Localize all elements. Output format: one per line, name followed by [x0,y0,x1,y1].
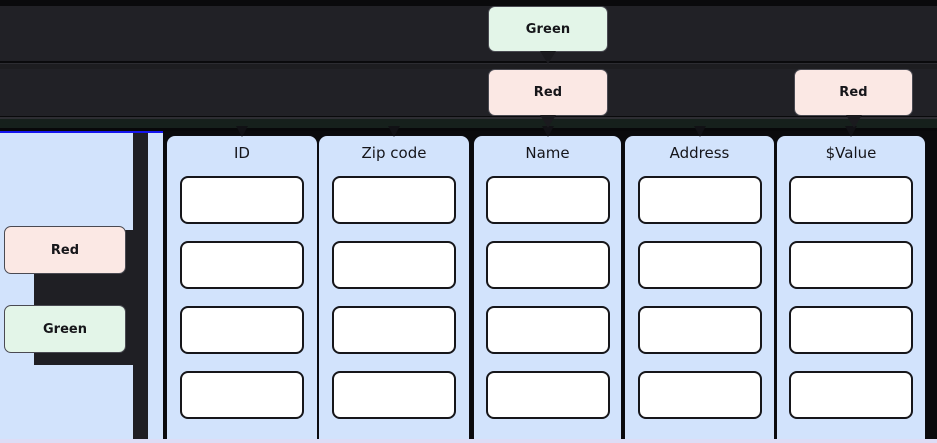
left-panel: Red Green [0,131,163,443]
callout-pointer-icon [540,51,556,64]
column-pointer-icon [693,126,706,137]
callout-pointer-icon [845,115,862,128]
table-cell-input[interactable] [637,306,762,354]
table-column: Zip code [318,126,470,441]
column-pointer-icon [388,126,400,137]
table-cell-input[interactable] [789,241,913,289]
table-cell-input[interactable] [789,306,913,354]
table-cell-input[interactable] [332,241,456,289]
backdrop-band-6 [0,119,937,128]
column-header: Name [525,144,570,162]
left-panel-badge-label: Red [50,242,80,258]
callout-badge-green[interactable]: Green [488,6,608,64]
backdrop-band-5 [0,117,937,119]
table-cell-input[interactable] [332,176,456,224]
column-header: ID [234,144,250,162]
table-cell-input[interactable] [485,176,610,224]
table-cell-input[interactable] [637,371,762,419]
table-cell-input[interactable] [485,371,610,419]
table-cell-input[interactable] [789,371,913,419]
table-cell-input[interactable] [485,306,610,354]
backdrop-band-7 [0,128,937,131]
table-column: $Value [776,126,926,441]
table-cell-input[interactable] [637,241,762,289]
column-pointer-icon [541,126,554,137]
table-column: ID [166,126,318,441]
table-cell-input[interactable] [332,371,456,419]
table-stage: Red Green ID Zip code Name Address $Value [0,126,937,443]
column-header: $Value [825,144,877,162]
table-cell-input[interactable] [332,306,456,354]
table-column: Address [624,126,775,441]
table-cell-input[interactable] [180,241,304,289]
left-panel-badge-red[interactable]: Red [4,226,126,274]
column-header: Address [669,144,730,162]
table-cell-input[interactable] [180,176,304,224]
callout-badge-label: Red [533,85,563,100]
backdrop-band-3 [0,64,937,69]
backdrop-band-4 [0,69,937,116]
dark-backdrop [0,0,937,131]
callout-badge-label: Green [525,21,571,37]
backdrop-band-2 [0,63,937,64]
column-pointer-icon [236,126,248,137]
table-cell-input[interactable] [180,306,304,354]
table-columns: ID Zip code Name Address $Value [163,126,937,443]
column-pointer-icon [845,126,857,137]
left-panel-badge-label: Green [43,321,87,337]
callout-badge-red-right[interactable]: Red [794,69,913,128]
callout-badge-red-center[interactable]: Red [488,69,608,128]
table-cell-input[interactable] [789,176,913,224]
table-cell-input[interactable] [637,176,762,224]
callout-pointer-icon [540,115,556,128]
column-header: Zip code [361,144,427,162]
left-panel-badge-green[interactable]: Green [4,305,126,353]
table-column: Name [473,126,622,441]
backdrop-band-1 [0,6,937,61]
table-cell-input[interactable] [485,241,610,289]
left-panel-scrollbar[interactable] [133,133,148,443]
bottom-strip [0,439,937,443]
callout-badge-label: Red [839,85,868,100]
table-cell-input[interactable] [180,371,304,419]
